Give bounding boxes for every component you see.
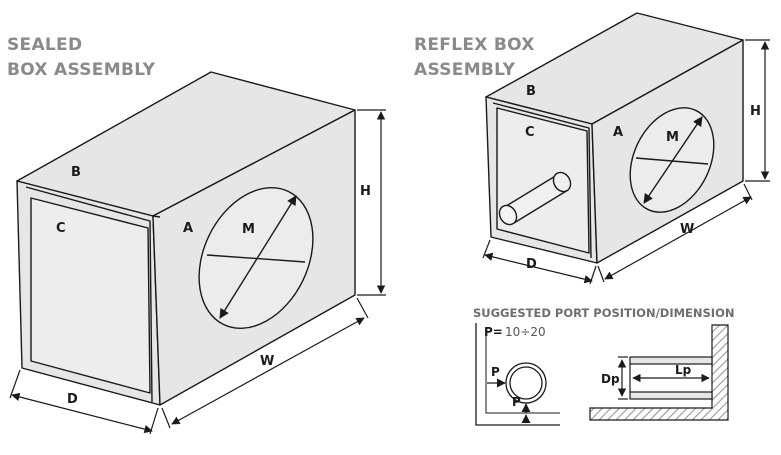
sealed-d-dimension [9,369,159,435]
sealed-panel-c [30,197,151,394]
sealed-box-drawing [16,71,356,406]
reflex-box-title: REFLEX BOX ASSEMBLY [414,33,535,83]
sealed-box-title: SEALED BOX ASSEMBLY [7,33,155,83]
reflex-panel-b [492,102,592,259]
reflex-m-arrow [643,116,703,204]
port-tube-bottom [629,391,713,400]
sealed-title-line1: SEALED [7,35,83,55]
reflex-title-line1: REFLEX BOX [414,35,535,55]
reflex-port-end [552,171,572,193]
reflex-label-d: D [526,257,537,272]
port-tube-top [629,356,713,365]
reflex-label-w: W [680,222,694,237]
port-section-detail [589,324,729,421]
reflex-d-dimension [482,239,597,285]
reflex-panel-c [496,107,590,254]
sealed-label-c: C [56,221,66,236]
reflex-label-h: H [750,104,761,119]
port-wall-hatch [589,324,729,421]
sealed-label-b: B [71,165,81,180]
reflex-label-a: A [613,125,623,140]
port-p-value: 10÷20 [505,325,546,339]
port-heading: SUGGESTED PORT POSITION/DIMENSION [473,306,734,320]
sealed-label-d: D [67,392,78,407]
port-circle-outer [505,362,547,404]
port-circle-inner [509,366,543,400]
reflex-w-dimension [597,183,753,283]
sealed-label-a: A [183,221,193,236]
port-label-p-vertical: P [512,395,521,409]
port-label-dp: Dp [601,372,620,386]
sealed-top-edge [152,215,161,218]
sealed-panel-b [25,186,153,403]
reflex-title-line2: ASSEMBLY [414,60,516,80]
sealed-w-dimension [161,297,369,429]
sealed-label-m: M [242,222,255,237]
sealed-title-line2: BOX ASSEMBLY [7,60,156,80]
sealed-h-dimension [357,109,386,296]
sealed-m-arrow [219,195,297,319]
reflex-h-dimension [745,39,770,182]
reflex-label-c: C [525,125,535,140]
port-label-lp: Lp [675,363,692,377]
port-label-p-horizontal: P [491,365,500,379]
sealed-label-w: W [260,354,274,369]
reflex-label-b: B [526,84,536,99]
port-corner-detail [475,323,560,426]
sealed-label-h: H [360,184,371,199]
reflex-port-mouth [498,204,518,226]
reflex-label-m: M [666,130,679,145]
port-p-key: P= [484,325,503,339]
